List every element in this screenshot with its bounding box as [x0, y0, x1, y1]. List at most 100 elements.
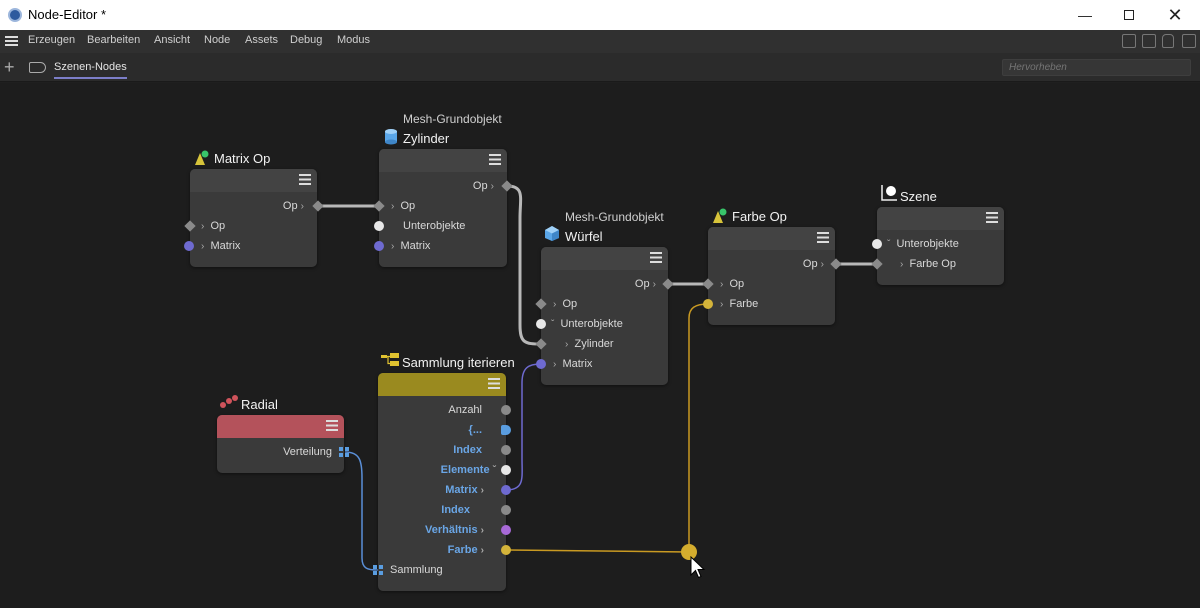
sammlung-out-index-label: Index: [453, 444, 482, 456]
sammlung-out-index2-label: Index: [441, 504, 470, 516]
node-menu-icon[interactable]: [650, 252, 662, 263]
farbe-op-out-label: Op: [802, 258, 818, 270]
node-menu-icon[interactable]: [986, 212, 998, 223]
zylinder-in-matrix-label: Matrix: [400, 240, 431, 252]
add-tab-icon[interactable]: +: [4, 57, 15, 77]
menu-ansicht[interactable]: Ansicht: [154, 34, 191, 46]
chevron-right-icon: ›: [490, 181, 494, 192]
wuerfel-out-label: Op: [634, 278, 650, 290]
wuerfel-in-matrix-port[interactable]: [536, 359, 546, 369]
farbe-op-icon: [711, 208, 727, 224]
chevron-right-icon: ›: [391, 201, 395, 212]
farbe-op-node[interactable]: [708, 227, 835, 325]
sammlung-out-anzahl-port[interactable]: [501, 405, 511, 415]
tag-icon[interactable]: [29, 62, 46, 73]
matrix-op-header[interactable]: [190, 169, 317, 192]
sammlung-in-collection-port[interactable]: [373, 565, 383, 575]
minimize-button[interactable]: —: [1062, 0, 1108, 30]
matrix-op-in-matrix-port[interactable]: [184, 241, 194, 251]
close-button[interactable]: ✕: [1152, 0, 1198, 30]
menu-node[interactable]: Node: [204, 34, 231, 46]
zylinder-title: Zylinder: [403, 131, 450, 146]
panel-left-icon[interactable]: [1122, 34, 1136, 48]
sammlung-out-elemente-port[interactable]: [501, 465, 511, 475]
wire-drag-farbe-input: [688, 303, 709, 552]
farbe-op-header[interactable]: [708, 227, 835, 250]
chevron-right-icon: ›: [391, 241, 395, 252]
szene-title: Szene: [900, 189, 937, 204]
chevron-right-icon: ›: [480, 545, 484, 556]
node-menu-icon[interactable]: [488, 378, 500, 389]
node-menu-icon[interactable]: [489, 154, 501, 165]
chevron-right-icon: ›: [480, 525, 484, 536]
highlight-search-input[interactable]: [1002, 59, 1191, 76]
radial-header[interactable]: [217, 415, 344, 438]
zylinder-in-children-label: Unterobjekte: [403, 220, 466, 232]
hamburger-menu-icon[interactable]: [5, 36, 18, 46]
wire-zylinder-wuerfel: [506, 184, 542, 346]
menu-debug[interactable]: Debug: [290, 34, 323, 46]
menu-erzeugen[interactable]: Erzeugen: [28, 34, 76, 46]
chevron-down-icon: ˇ: [551, 319, 555, 330]
chevron-right-icon: ›: [720, 299, 724, 310]
radial-node[interactable]: [217, 415, 344, 473]
sammlung-out-ratio-port[interactable]: [501, 525, 511, 535]
sammlung-out-index2-port[interactable]: [501, 505, 511, 515]
sammlung-node[interactable]: [378, 373, 506, 591]
zylinder-header[interactable]: [379, 149, 507, 172]
zylinder-node[interactable]: [379, 149, 507, 267]
farbe-op-in-farbe-port[interactable]: [703, 299, 713, 309]
lock-icon[interactable]: [1162, 34, 1174, 48]
wuerfel-in-children-label: Unterobjekte: [560, 318, 623, 330]
matrix-op-node[interactable]: [190, 169, 317, 267]
chevron-right-icon: ›: [300, 201, 304, 212]
menu-modus[interactable]: Modus: [337, 34, 371, 46]
matrix-op-icon: [193, 150, 209, 166]
sammlung-in-collection-label: Sammlung: [390, 564, 443, 576]
sammlung-header[interactable]: [378, 373, 506, 396]
zylinder-out-label: Op: [472, 180, 488, 192]
zylinder-in-children-port[interactable]: [374, 221, 384, 231]
radial-out-port[interactable]: [339, 447, 349, 457]
sammlung-out-matrix-port[interactable]: [501, 485, 511, 495]
window-title: Node-Editor *: [28, 7, 107, 22]
farbe-op-title: Farbe Op: [732, 209, 787, 224]
node-canvas[interactable]: Matrix Op Op › › Op › Matrix Mesh-Grundo…: [0, 83, 1200, 608]
szene-node[interactable]: [877, 207, 1004, 285]
panel-right-icon[interactable]: [1142, 34, 1156, 48]
wuerfel-title: Würfel: [565, 229, 603, 244]
zylinder-in-matrix-port[interactable]: [374, 241, 384, 251]
maximize-icon: [1124, 10, 1134, 20]
szene-in-children-port[interactable]: [872, 239, 882, 249]
menu-bearbeiten[interactable]: Bearbeiten: [87, 34, 141, 46]
szene-in-farbeop-label: Farbe Op: [909, 258, 956, 270]
radial-icon: [219, 395, 239, 411]
sammlung-out-farbe-port[interactable]: [501, 545, 511, 555]
wuerfel-in-op-label: Op: [562, 298, 578, 310]
sammlung-out-struct-label: {...: [468, 424, 482, 436]
sammlung-out-index-port[interactable]: [501, 445, 511, 455]
title-bar: Node-Editor * — ✕: [0, 0, 1200, 30]
matrix-op-title: Matrix Op: [214, 151, 271, 166]
new-window-icon[interactable]: [1182, 34, 1196, 48]
radial-title: Radial: [241, 397, 278, 412]
sammlung-out-struct-port[interactable]: [501, 425, 511, 435]
node-menu-icon[interactable]: [817, 232, 829, 243]
cube-icon: [544, 225, 559, 241]
wuerfel-in-zylinder-label: Zylinder: [574, 338, 614, 350]
node-menu-icon[interactable]: [326, 420, 338, 431]
wuerfel-in-children-port[interactable]: [536, 319, 546, 329]
maximize-button[interactable]: [1106, 0, 1152, 30]
close-icon: ✕: [1167, 4, 1183, 25]
chevron-right-icon: ›: [652, 279, 656, 290]
node-menu-icon[interactable]: [299, 174, 311, 185]
tab-szenen-nodes[interactable]: Szenen-Nodes: [54, 61, 127, 79]
matrix-op-out-label: Op: [282, 200, 298, 212]
chevron-right-icon: ›: [201, 221, 205, 232]
wuerfel-header[interactable]: [541, 247, 668, 270]
menu-assets[interactable]: Assets: [245, 34, 279, 46]
farbe-op-in-farbe-label: Farbe: [729, 298, 759, 310]
wuerfel-node[interactable]: [541, 247, 668, 385]
zylinder-in-op-label: Op: [400, 200, 416, 212]
szene-header[interactable]: [877, 207, 1004, 230]
